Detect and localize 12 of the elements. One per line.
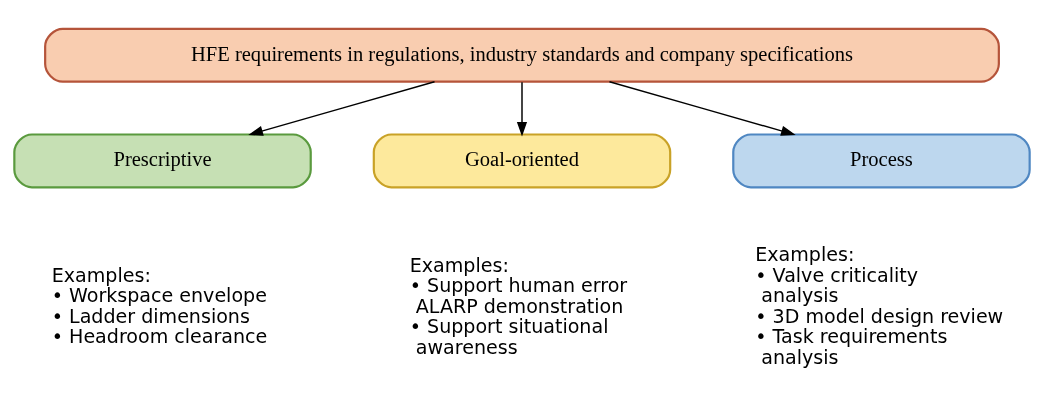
node-label: • Support situational awareness xyxy=(409,314,609,358)
node-box: Prescriptive xyxy=(13,132,312,188)
node-label: Examples: xyxy=(755,242,855,265)
node-box: Process xyxy=(732,132,1031,188)
arrow xyxy=(248,80,436,136)
node-box: HFE requirements in regulations, industry standards and company specifications xyxy=(44,27,1000,83)
node-label: Examples: xyxy=(409,253,509,276)
node-label: • Headroom clearance xyxy=(51,324,268,347)
arrow xyxy=(608,80,796,136)
node-box: Goal-oriented xyxy=(372,132,672,188)
arrow xyxy=(516,80,528,137)
node-label: Examples: xyxy=(51,263,151,286)
